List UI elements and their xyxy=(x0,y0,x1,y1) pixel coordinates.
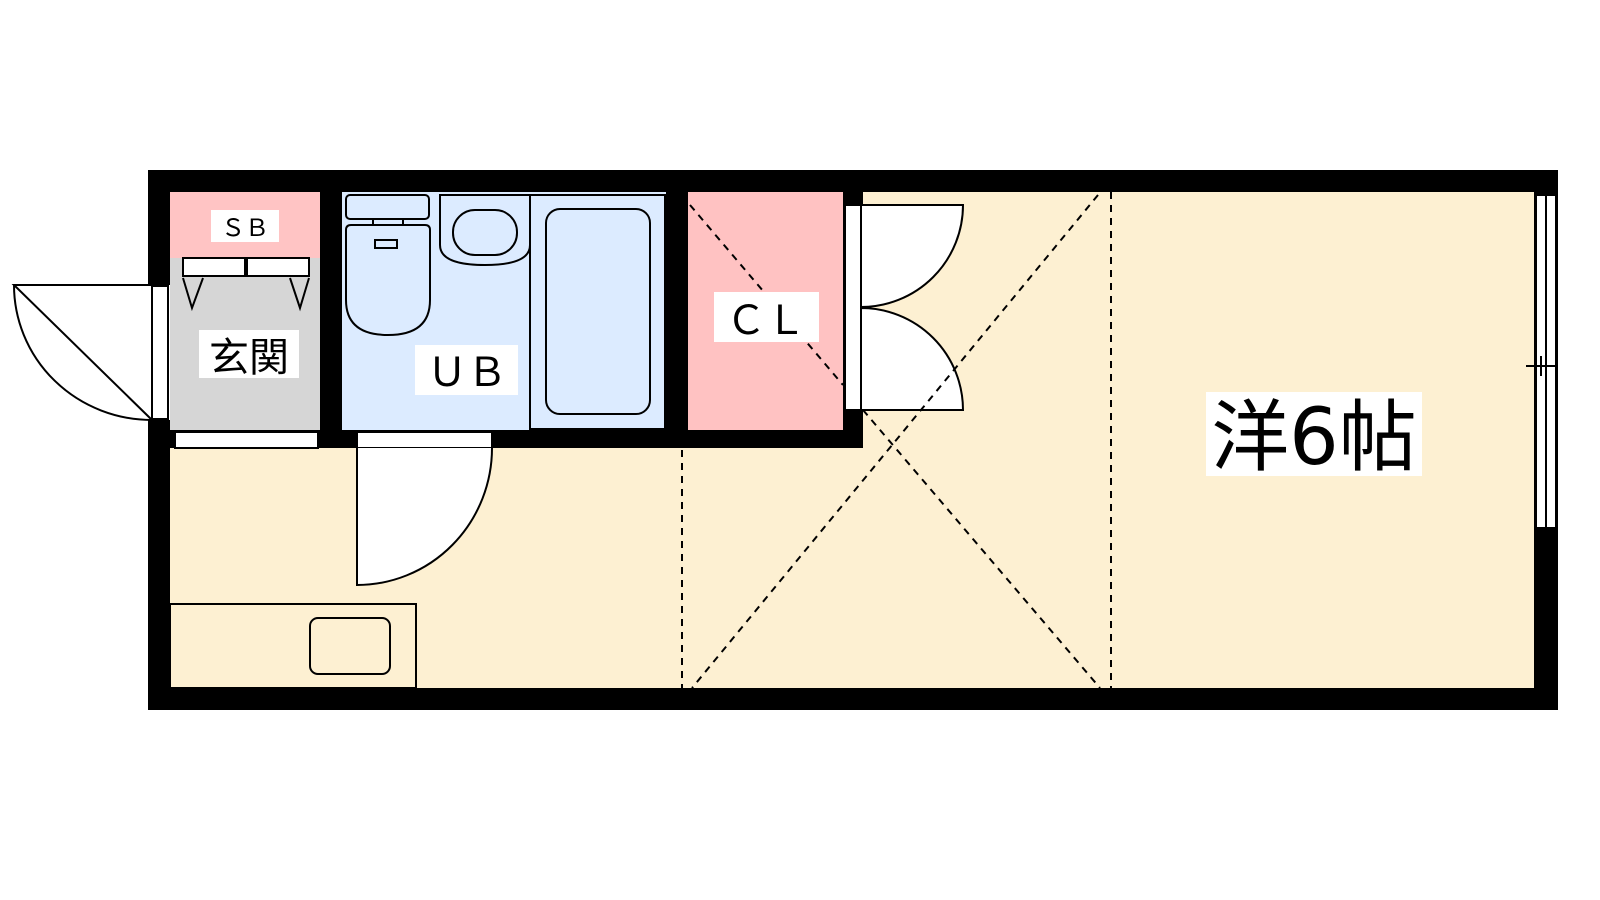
western-room-label-bg xyxy=(1206,392,1422,476)
shoe-box-hinge-right xyxy=(289,277,310,312)
closet-door-swing-upper[interactable] xyxy=(860,204,965,309)
unit-bath-door-swing[interactable] xyxy=(356,447,493,587)
sink-bowl xyxy=(452,209,518,256)
room-dashed-guides xyxy=(681,192,1112,689)
western-room-label: 洋6帖 xyxy=(1211,393,1417,483)
shoe-box-hinge-left xyxy=(182,277,204,312)
bathtub-inner xyxy=(545,208,651,415)
unit-bath-door-frame xyxy=(356,431,493,449)
entrance-door-swing[interactable] xyxy=(11,284,153,423)
toilet-bowl xyxy=(345,224,431,337)
entrance-door-frame xyxy=(151,285,169,420)
shoe-box-label: ＳＢ xyxy=(221,214,269,242)
closet-door-swing-lower[interactable] xyxy=(860,306,965,411)
kitchen-sink xyxy=(309,617,391,675)
unit-bath-fixtures xyxy=(345,194,666,430)
unit-bath-label: ＵＢ xyxy=(427,350,507,396)
unit-bath-label-bg xyxy=(415,345,518,395)
shoe-box-label-bg xyxy=(211,210,279,242)
toilet-seat-hinge xyxy=(374,239,398,249)
toilet-tank xyxy=(345,194,430,220)
entrance-label: 玄関 xyxy=(209,335,289,381)
shoe-box-door-left xyxy=(182,257,246,277)
closet-door-frame xyxy=(844,204,862,411)
entrance-step xyxy=(174,431,319,449)
closet-label-bg xyxy=(714,292,819,342)
entrance-label-bg xyxy=(199,330,299,378)
closet-label: ＣＬ xyxy=(726,298,806,344)
shoe-box-door-right xyxy=(246,257,310,277)
